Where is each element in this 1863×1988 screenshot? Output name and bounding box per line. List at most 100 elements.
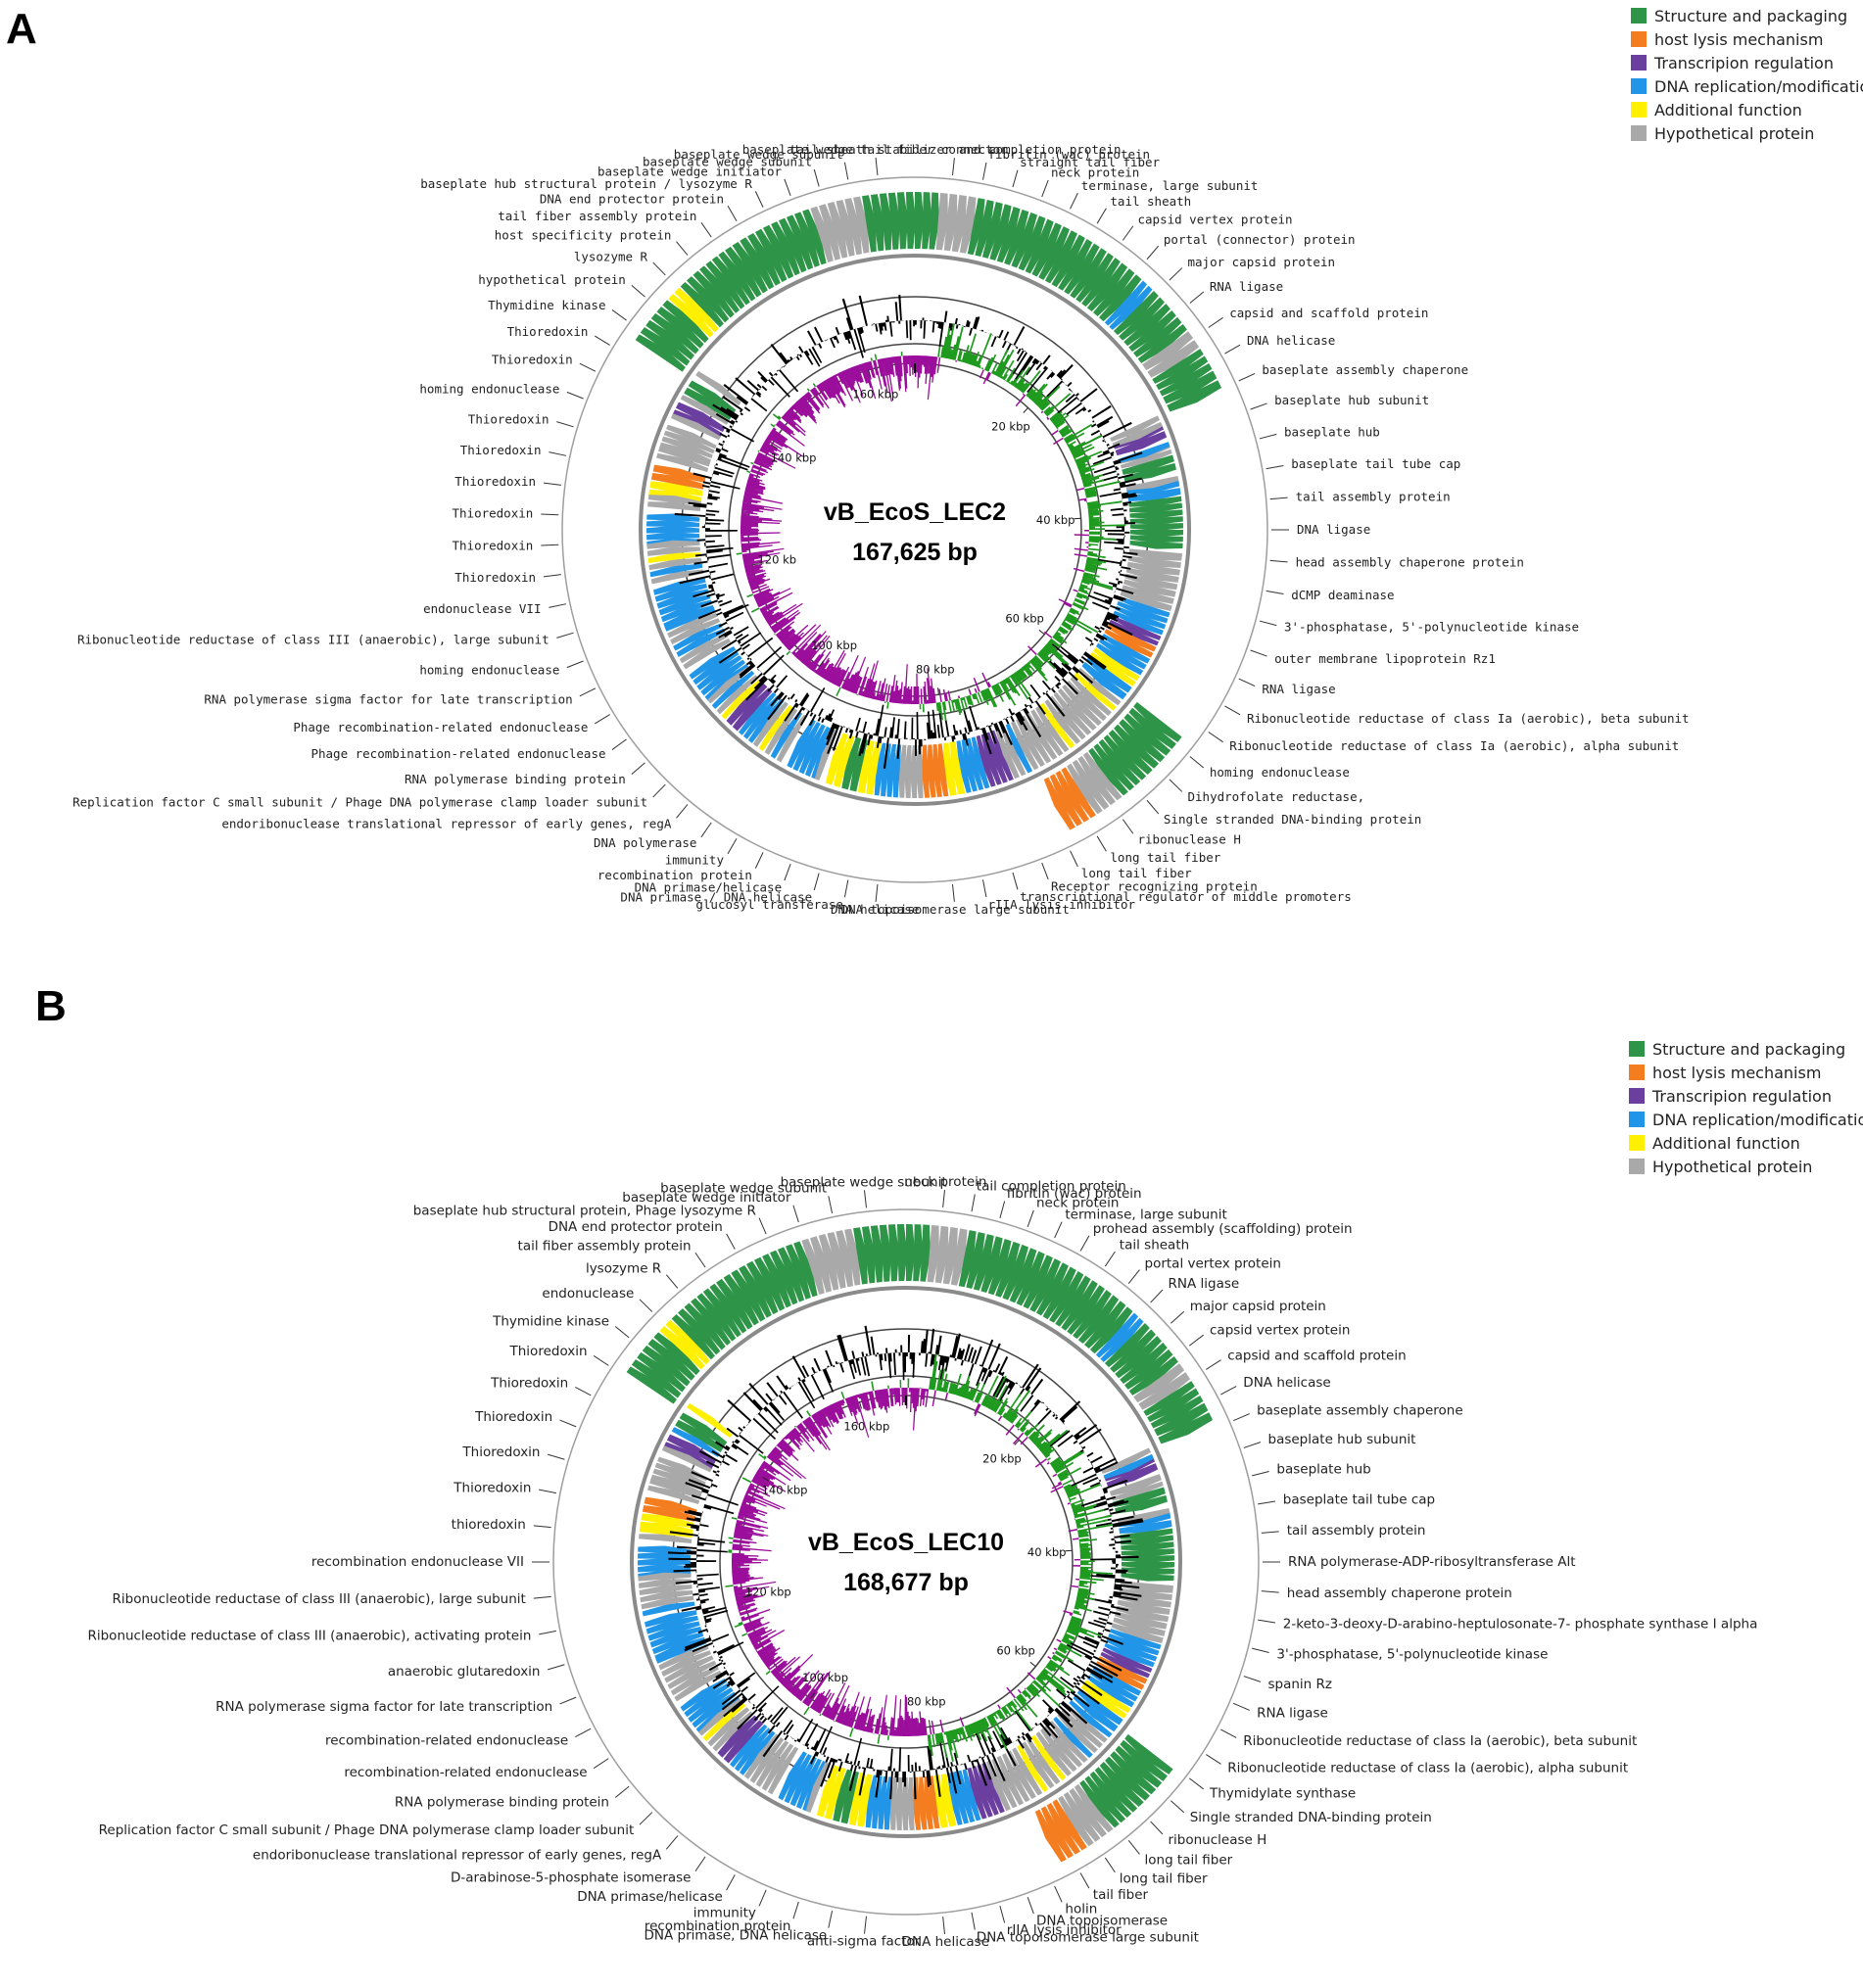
gene-additional <box>857 1774 873 1827</box>
gene-structure <box>1088 747 1128 796</box>
gene-structure <box>981 202 1003 259</box>
gene-label: host specificity protein <box>495 228 672 243</box>
gene-structure <box>1108 729 1153 776</box>
gene-hypothetical <box>1040 1728 1077 1773</box>
gene-structure <box>671 1313 715 1360</box>
gene-hypothetical <box>647 495 701 506</box>
kbp-label: 120 kb <box>757 553 796 567</box>
gene-label: fibritin (wac) protein <box>988 147 1151 162</box>
legend-label-replication: DNA replication/modification <box>1652 1111 1863 1129</box>
gene-lysis <box>918 1776 928 1830</box>
gene-hypothetical <box>1072 759 1110 810</box>
kbp-label: 160 kbp <box>843 1420 889 1434</box>
label-leader <box>1169 779 1183 792</box>
label-leader <box>559 1419 577 1428</box>
gene-label: endoribonuclease translational repressor… <box>221 817 672 831</box>
label-leader <box>652 261 666 276</box>
gene-structure <box>1143 1381 1195 1416</box>
gene-hypothetical <box>827 1231 846 1289</box>
gene-replication <box>770 711 803 759</box>
gene-replication <box>792 721 821 772</box>
gene-hypothetical <box>1125 475 1179 491</box>
gene-transcription <box>732 687 773 732</box>
gene-structure <box>731 1269 766 1322</box>
label-leader <box>700 222 712 238</box>
gene-label: ribonuclease H <box>1169 1832 1267 1848</box>
kbp-tick <box>771 445 778 450</box>
kbp-label: 60 kbp <box>1005 611 1044 625</box>
gene-replication <box>645 1615 699 1634</box>
gene-hypothetical <box>1012 1747 1043 1796</box>
gene-hypothetical <box>895 1776 903 1830</box>
gene-hypothetical <box>844 198 862 256</box>
gene-hypothetical <box>1133 1363 1185 1403</box>
label-leader <box>942 1916 945 1935</box>
label-leader <box>1127 1840 1140 1855</box>
gene-replication <box>1103 1453 1154 1480</box>
gene-label: capsid vertex protein <box>1210 1322 1350 1338</box>
gene-structure <box>1119 297 1165 341</box>
label-leader <box>828 1196 834 1214</box>
gene-hypothetical <box>1000 726 1027 777</box>
gene-structure <box>786 214 814 270</box>
signal-negative <box>705 320 1124 739</box>
gene-replication <box>652 578 706 595</box>
gene-label: long tail fiber <box>1120 1871 1208 1887</box>
gene-hypothetical <box>1125 567 1179 583</box>
label-leader <box>1232 1413 1250 1422</box>
gene-replication <box>878 1775 888 1829</box>
gene-label: major capsid protein <box>1188 255 1336 269</box>
gene-lysis <box>1061 767 1096 819</box>
gene-hypothetical <box>695 370 741 406</box>
gene-structure <box>967 198 985 256</box>
gene-structure <box>709 1283 747 1334</box>
gene-lysis <box>1040 1806 1074 1859</box>
gene-hypothetical <box>674 1670 723 1702</box>
gene-label: DNA helicase <box>1247 333 1335 348</box>
gene-hypothetical <box>959 196 977 254</box>
gene-structure <box>1150 1396 1204 1429</box>
gene-transcription <box>1109 619 1160 646</box>
gene-hypothetical <box>1124 573 1178 591</box>
gene-hypothetical <box>707 666 751 704</box>
label-leader <box>1189 756 1205 769</box>
gene-label: baseplate hub subunit <box>1268 1432 1416 1447</box>
gene-lysis <box>1049 774 1082 827</box>
gene-structure <box>1124 1733 1173 1775</box>
gene-hypothetical <box>1142 331 1194 371</box>
gene-lysis <box>1104 629 1154 658</box>
gene-replication <box>865 1775 878 1828</box>
gene-structure <box>1121 1567 1174 1576</box>
legend-label-structure: Structure and packaging <box>1652 1040 1845 1059</box>
gene-hypothetical <box>1122 585 1174 604</box>
gene-replication <box>739 691 777 735</box>
gene-structure <box>1128 309 1176 353</box>
legend-label-replication: DNA replication/modification <box>1654 77 1863 96</box>
label-leader <box>579 687 597 697</box>
gene-structure <box>879 1224 891 1282</box>
gene-structure <box>631 1359 682 1398</box>
gene-replication <box>1081 661 1127 700</box>
gene-label: Thioredoxin <box>453 1481 531 1496</box>
gene-structure <box>915 192 925 250</box>
gene-additional <box>758 705 793 751</box>
gene-label: portal vertex protein <box>1145 1255 1281 1271</box>
label-leader <box>843 879 849 898</box>
gene-structure <box>716 1278 753 1330</box>
legend-swatch-structure <box>1629 1041 1645 1057</box>
label-leader <box>694 1252 706 1268</box>
gene-replication <box>660 599 713 623</box>
gene-structure <box>1129 530 1183 538</box>
gene-lysis <box>1034 1809 1067 1863</box>
gene-lysis <box>650 472 704 490</box>
gene-label: head assembly chaperone protein <box>1296 555 1524 570</box>
legend-label-hypothetical: Hypothetical protein <box>1654 124 1814 143</box>
kbp-label: 100 kbp <box>811 639 857 652</box>
label-leader <box>864 1190 868 1208</box>
gene-structure <box>1121 1573 1174 1582</box>
gene-structure <box>794 212 820 267</box>
gene-label: DNA end protector protein <box>549 1219 723 1235</box>
legend-label-additional: Additional function <box>1654 101 1802 119</box>
